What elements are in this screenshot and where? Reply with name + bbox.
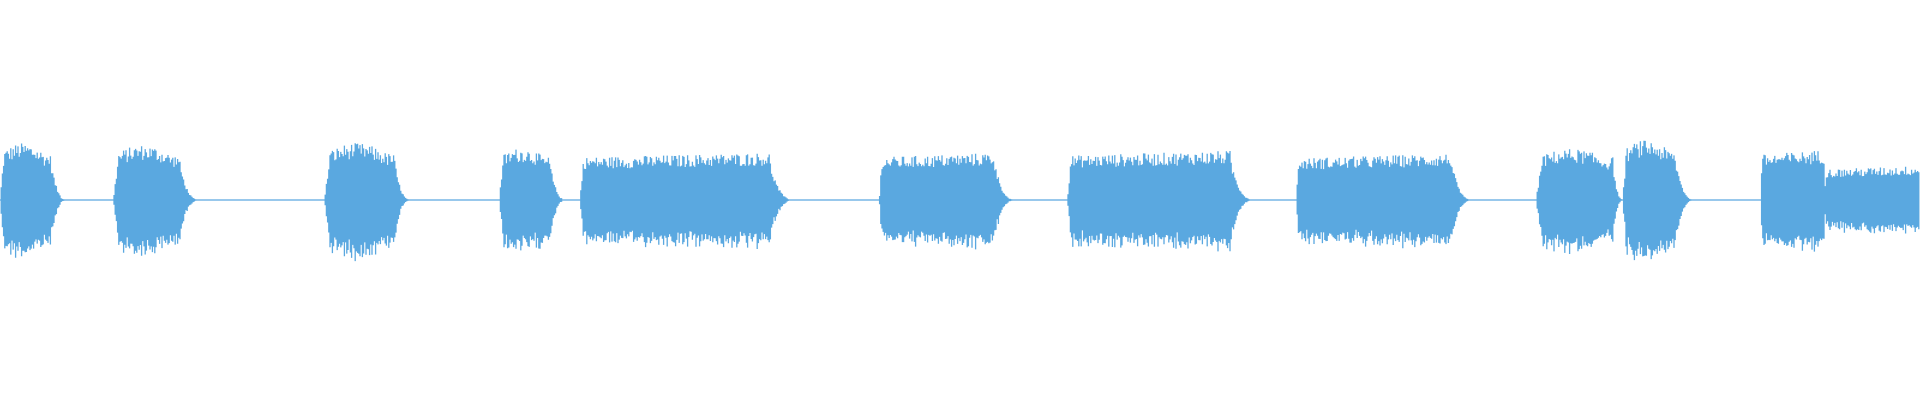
waveform-trace [0, 140, 1920, 262]
waveform-bars [0, 140, 1920, 262]
